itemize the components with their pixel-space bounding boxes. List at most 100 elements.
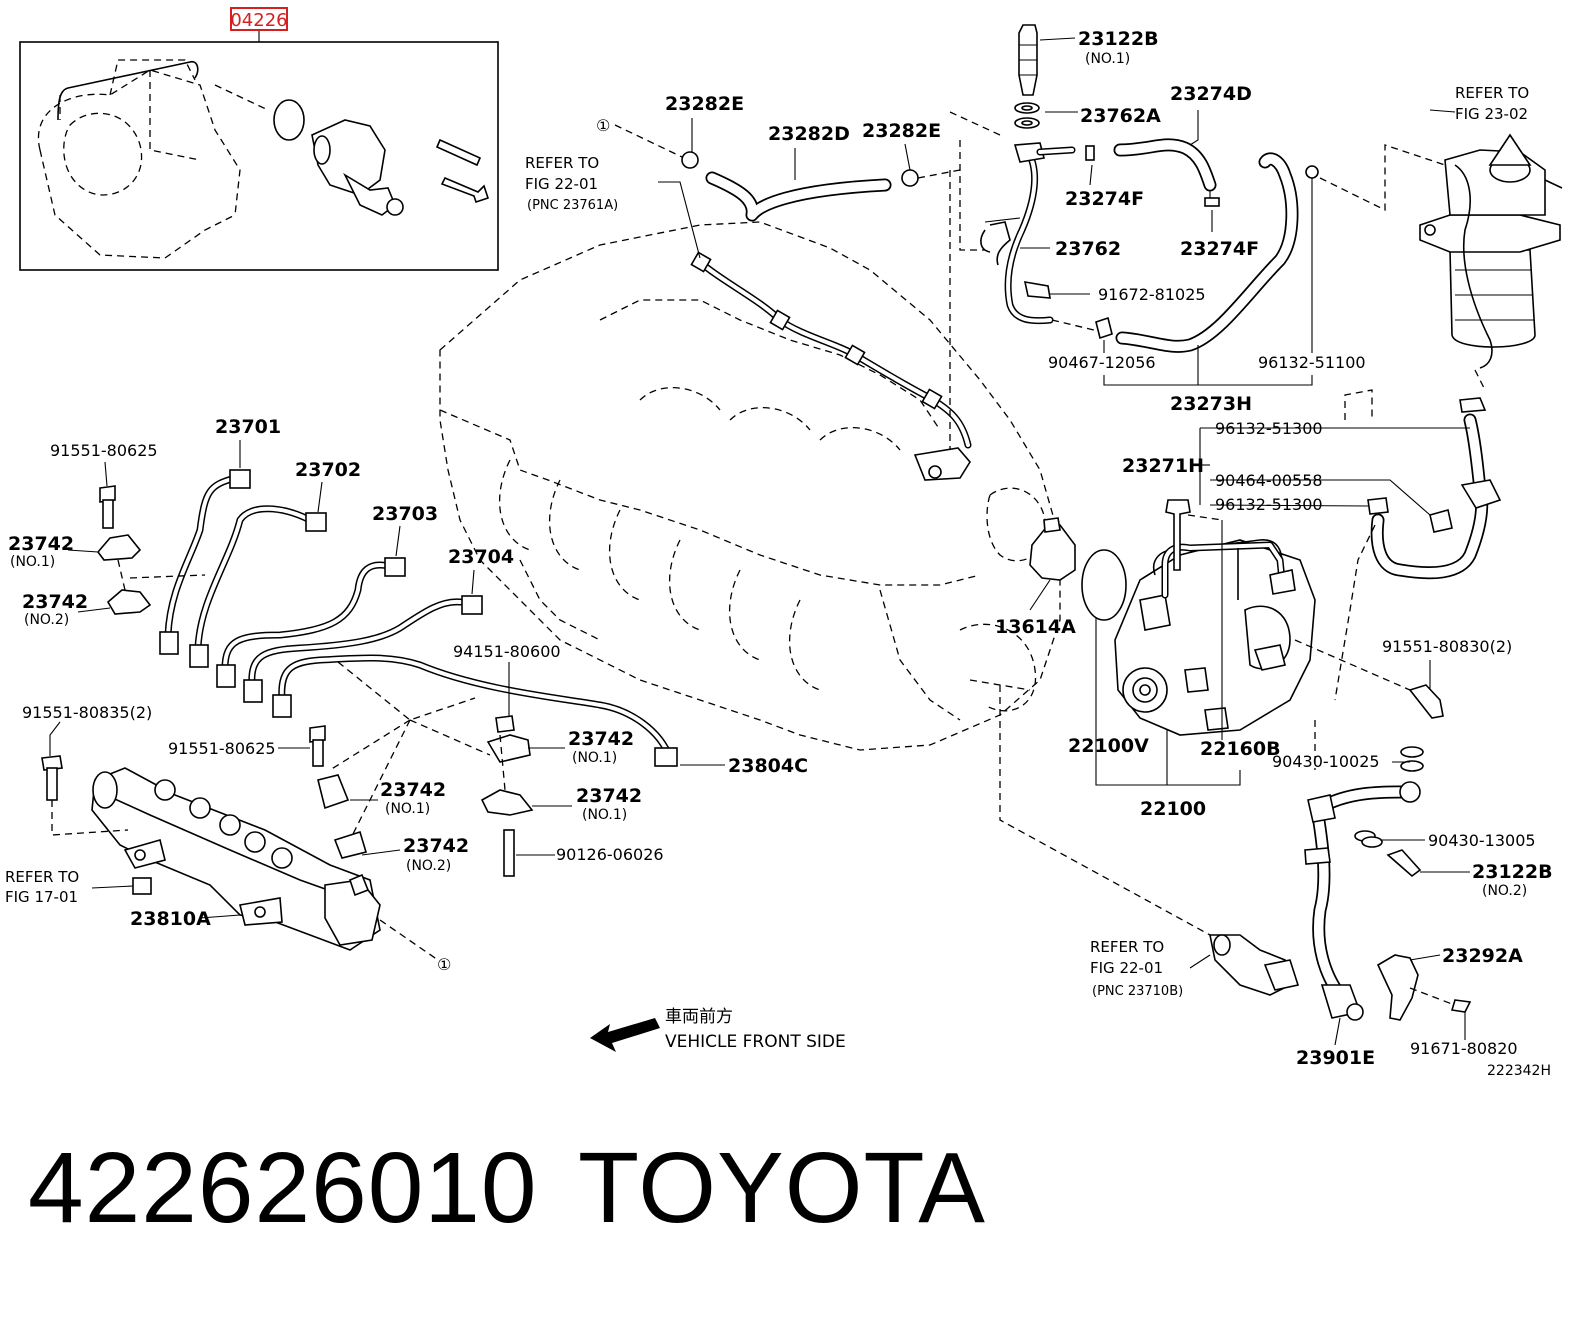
refer-2-line1[interactable]: REFER TO [1455, 84, 1529, 102]
clamp-23274F-a [1085, 145, 1095, 161]
label-23810A[interactable]: 23810A [130, 908, 211, 930]
common-rail-23810A [51, 767, 439, 961]
label-22100V[interactable]: 22100V [1068, 735, 1149, 757]
label-91551-80625-a[interactable]: 91551-80625 [50, 441, 158, 460]
label-23122B-2-sub: (NO.2) [1482, 883, 1527, 899]
refer-1-line2[interactable]: FIG 22-01 [525, 175, 598, 193]
footer-brand: TOYOTA [578, 1132, 986, 1244]
return-hose-23282D [614, 124, 961, 222]
figure-code: 222342H [1487, 1063, 1551, 1079]
label-13614A[interactable]: 13614A [995, 616, 1076, 638]
label-circle-1-a: ① [596, 116, 610, 135]
injection-pipes [129, 469, 678, 841]
label-90126-06026[interactable]: 90126-06026 [556, 845, 664, 864]
clamp-23274F-b [1204, 197, 1220, 207]
refer-2-line2[interactable]: FIG 23-02 [1455, 105, 1528, 123]
parts-diagram: 04226 [5, 7, 1563, 1079]
label-90430-13005[interactable]: 90430-13005 [1428, 831, 1536, 850]
label-91551-80835[interactable]: 91551-80835(2) [22, 703, 152, 722]
fuel-pressure-sensor [1209, 934, 1300, 996]
refer-4-line1[interactable]: REFER TO [1090, 938, 1164, 956]
refer-1-line1[interactable]: REFER TO [525, 154, 599, 172]
label-23273H[interactable]: 23273H [1170, 393, 1252, 415]
inset-pin [435, 138, 482, 167]
label-23292A[interactable]: 23292A [1442, 945, 1523, 967]
label-23742-6[interactable]: 23742 [403, 835, 469, 857]
label-90430-10025[interactable]: 90430-10025 [1272, 752, 1380, 771]
label-91672-81025[interactable]: 91672-81025 [1098, 285, 1206, 304]
inset-bolt [440, 176, 490, 204]
label-23702[interactable]: 23702 [295, 459, 361, 481]
clip-90467 [1095, 316, 1113, 340]
label-91551-80625-b[interactable]: 91551-80625 [168, 739, 276, 758]
pump-o-ring [1081, 549, 1127, 621]
label-96132-51300-b[interactable]: 96132-51300 [1215, 495, 1323, 514]
label-96132-51100[interactable]: 96132-51100 [1258, 353, 1366, 372]
leak-off-union [913, 447, 971, 481]
leader-lines [49, 37, 1470, 1046]
label-23742-3[interactable]: 23742 [568, 728, 634, 750]
label-23742-2[interactable]: 23742 [22, 591, 88, 613]
label-23704[interactable]: 23704 [448, 546, 514, 568]
label-23804C[interactable]: 23804C [728, 755, 808, 777]
footer-part-number: 422626010 [28, 1132, 538, 1244]
label-23762A[interactable]: 23762A [1080, 105, 1161, 127]
label-23122B[interactable]: 23122B [1078, 28, 1159, 50]
label-96132-51300-a[interactable]: 96132-51300 [1215, 419, 1323, 438]
drive-gear-13614A [1029, 524, 1076, 581]
label-23742-1[interactable]: 23742 [8, 533, 74, 555]
label-91671-80820[interactable]: 91671-80820 [1410, 1039, 1518, 1058]
label-22160B[interactable]: 22160B [1200, 738, 1281, 760]
label-90467-12056[interactable]: 90467-12056 [1048, 353, 1156, 372]
fuel-return-lines [949, 24, 1446, 450]
label-23901E[interactable]: 23901E [1296, 1047, 1375, 1069]
refer-1-line3: (PNC 23761A) [527, 198, 618, 213]
refer-4-line2[interactable]: FIG 22-01 [1090, 959, 1163, 977]
vehicle-front-arrow [590, 1018, 660, 1052]
header-code[interactable]: 04226 [230, 10, 287, 31]
label-23742-4-sub: (NO.1) [385, 801, 430, 817]
vehicle-front-jp: 車両前方 [665, 1007, 733, 1027]
clamp-23282E-left [681, 151, 699, 169]
label-91551-80830[interactable]: 91551-80830(2) [1382, 637, 1512, 656]
label-23762[interactable]: 23762 [1055, 238, 1121, 260]
label-22100[interactable]: 22100 [1140, 798, 1206, 820]
label-23274D[interactable]: 23274D [1170, 83, 1252, 105]
label-23282E-a[interactable]: 23282E [665, 93, 744, 115]
clamp-23282E-right [901, 169, 919, 187]
label-23122B-sub: (NO.1) [1085, 51, 1130, 67]
inset-o-ring [273, 99, 305, 141]
engine-block [439, 221, 1061, 751]
label-23742-3-sub: (NO.1) [572, 750, 617, 766]
refer-3-line1[interactable]: REFER TO [5, 868, 79, 886]
refer-4-line3: (PNC 23710B) [1092, 984, 1183, 999]
label-23742-5[interactable]: 23742 [576, 785, 642, 807]
label-23742-2-sub: (NO.2) [24, 612, 69, 628]
label-23742-4[interactable]: 23742 [380, 779, 446, 801]
label-23742-6-sub: (NO.2) [406, 858, 451, 874]
label-23271H[interactable]: 23271H [1122, 455, 1204, 477]
part-labels: 23122B (NO.1) 23762A 23274D 23274F 23274… [8, 28, 1553, 1079]
label-23703[interactable]: 23703 [372, 503, 438, 525]
label-23282E-b[interactable]: 23282E [862, 120, 941, 142]
label-23274F-b[interactable]: 23274F [1180, 238, 1259, 260]
label-23122B-2[interactable]: 23122B [1472, 861, 1553, 883]
label-23701[interactable]: 23701 [215, 416, 281, 438]
header-code-box[interactable] [230, 7, 288, 31]
refer-3-line2[interactable]: FIG 17-01 [5, 888, 78, 906]
fuel-hose-23271H [1334, 397, 1502, 701]
fuel-filter-assembly [1344, 133, 1563, 420]
injection-pump-22100 [969, 499, 1411, 936]
vehicle-front-en: VEHICLE FRONT SIDE [665, 1032, 846, 1052]
label-23742-5-sub: (NO.1) [582, 807, 627, 823]
label-94151-80600[interactable]: 94151-80600 [453, 642, 561, 661]
label-23282D[interactable]: 23282D [768, 123, 850, 145]
label-90464-00558[interactable]: 90464-00558 [1215, 471, 1323, 490]
leak-off-pipe [690, 251, 972, 481]
refer-notes: REFER TO FIG 22-01 (PNC 23761A) REFER TO… [5, 84, 1529, 999]
inset-panel: 04226 [19, 7, 499, 271]
label-23274F-a[interactable]: 23274F [1065, 188, 1144, 210]
label-circle-1-b: ① [437, 955, 451, 974]
pipe-clamps [41, 485, 534, 877]
fuel-pipe-23901E [1304, 684, 1472, 1021]
